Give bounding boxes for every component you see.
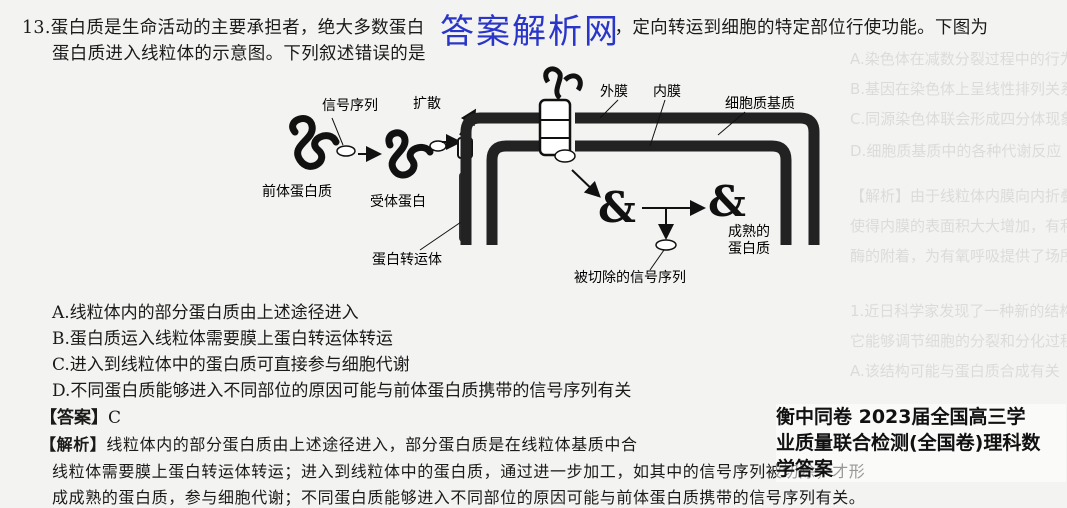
precursor-protein-coil	[289, 115, 340, 170]
watermark: 答案解析网	[440, 12, 620, 52]
option-c: C.进入到线粒体中的蛋白质可直接参与细胞代谢	[52, 355, 410, 375]
answer-line: 【答案】C	[40, 403, 121, 428]
background-ghost-text: C.同源染色体联会形成四分体现象	[850, 110, 1067, 128]
stamp-line-2: 业质量联合检测(全国卷)理科数	[776, 432, 1041, 454]
step-arrow-3	[571, 169, 601, 198]
question-text-part1: 蛋白质是生命活动的主要承担者，绝大多数蛋白	[50, 18, 425, 38]
question-line-1: 13.蛋白质是生命活动的主要承担者，绝大多数蛋白 ，定向转运到细胞的特定部位行使功…	[22, 14, 988, 39]
inner-membrane-label: 内膜	[653, 84, 681, 100]
background-ghost-text: 1.近日科学家发现了一种新的结构	[850, 302, 1067, 320]
processing-protein-glyph: &	[598, 183, 636, 232]
analysis-line-2: 线粒体需要膜上蛋白转运体转运；进入到线粒体中的蛋白质，通过进一步加工，如其中的信…	[52, 462, 866, 481]
background-ghost-text: 它能够调节细胞的分裂和分化过程	[850, 332, 1067, 350]
cleaved-signal-ellipse	[655, 239, 677, 251]
answer-value: C	[108, 408, 122, 428]
background-ghost-text: A.染色体在减数分裂过程中的行为	[850, 50, 1067, 68]
receptor-label: 受体蛋白	[370, 194, 426, 210]
inner-membrane	[486, 140, 540, 245]
analysis-label: 【解析】	[40, 435, 107, 454]
background-ghost-text: 【解析】由于线粒体内膜向内折叠	[850, 187, 1067, 205]
stamp-line-3: 学答案	[776, 458, 834, 480]
stamp-line-1: 衡中同卷 2023届全国高三学	[776, 406, 1026, 428]
inner-membrane-right	[575, 140, 792, 245]
analysis-line-3: 成成熟的蛋白质，参与细胞代谢；不同蛋白质能够进入不同部位的原因可能与前体蛋白质携…	[52, 488, 866, 507]
outer-membrane	[460, 112, 540, 245]
mature-label-1: 成熟的	[728, 224, 770, 240]
unfolding-protein-coil	[385, 129, 434, 179]
mitochondria-import-diagram: 信号序列 前体蛋白质 扩散 受体蛋白 蛋白转运体 外膜 内膜 细胞质基质 & 被…	[262, 66, 820, 286]
background-ghost-text: D.细胞质基质中的各种代谢反应	[850, 142, 1062, 160]
option-b: B.蛋白质运入线粒体需要膜上蛋白转运体转运	[52, 329, 393, 349]
mature-label-2: 蛋白质	[728, 241, 770, 257]
answer-label: 【答案】	[40, 408, 108, 428]
question-text-part2: ，定向转运到细胞的特定部位行使功能。下图为	[614, 18, 989, 38]
translocase-top	[543, 66, 563, 100]
analysis-line-1: 【解析】线粒体内的部分蛋白质由上述途径进入，部分蛋白质是在线粒体基质中合	[40, 431, 638, 455]
outer-membrane-right	[575, 112, 820, 245]
option-a: A.线粒体内的部分蛋白质由上述途径进入	[52, 303, 359, 323]
translocase-core	[538, 98, 572, 157]
source-stamp: 衡中同卷 2023届全国高三学 业质量联合检测(全国卷)理科数 学答案	[776, 404, 1066, 482]
signal-sequence-label: 信号序列	[322, 98, 378, 114]
cleaved-signal-label: 被切除的信号序列	[574, 270, 686, 286]
transporter-label: 蛋白转运体	[372, 252, 442, 268]
background-ghost-text: 酶的附着，为有氧呼吸提供了场所	[850, 247, 1067, 265]
background-ghost-text: 使得内膜的表面积大大增加，有利于	[850, 217, 1067, 235]
unfolding-label: 扩散	[413, 96, 441, 112]
outer-membrane-label: 外膜	[600, 84, 628, 100]
background-ghost-text: A.该结构可能与蛋白质合成有关	[850, 362, 1060, 380]
precursor-label: 前体蛋白质	[262, 183, 332, 200]
question-number: 13.	[22, 18, 51, 38]
question-line-2: 蛋白质进入线粒体的示意图。下列叙述错误的是	[52, 44, 426, 64]
mature-protein-glyph: &	[708, 177, 746, 226]
option-d: D.不同蛋白质能够进入不同部位的原因可能与前体蛋白质携带的信号序列有关	[52, 381, 632, 401]
matrix-label: 细胞质基质	[725, 95, 795, 112]
analysis-text-1: 线粒体内的部分蛋白质由上述途径进入，部分蛋白质是在线粒体基质中合	[106, 435, 638, 454]
background-ghost-text: B.基因在染色体上呈线性排列关系	[850, 80, 1067, 98]
signal-sequence-ellipse	[336, 145, 356, 157]
